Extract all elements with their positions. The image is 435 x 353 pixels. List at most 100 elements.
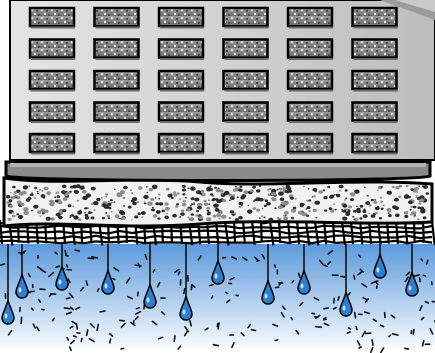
gravel-particle: [229, 200, 231, 202]
gravel-particle: [329, 195, 333, 198]
gravel-particle: [406, 185, 409, 187]
gravel-particle: [256, 190, 259, 192]
grate-hole: [288, 8, 333, 28]
gravel-particle: [93, 201, 98, 205]
gravel-particle: [91, 203, 94, 205]
sediment-dash: [40, 289, 45, 290]
gravel-particle: [233, 188, 238, 192]
sediment-dash: [110, 339, 111, 343]
sediment-dash: [121, 348, 124, 349]
gravel-particle: [123, 205, 125, 207]
grate-hole: [30, 8, 75, 28]
gravel-particle: [416, 197, 418, 198]
grate-hole: [159, 40, 204, 60]
grate-hole: [95, 134, 140, 154]
grate-hole: [224, 134, 269, 154]
gravel-particle: [111, 202, 113, 203]
sediment-dash: [341, 276, 345, 277]
gravel-particle: [93, 209, 95, 211]
gravel-particle: [418, 185, 420, 187]
gravel-particle: [108, 201, 110, 202]
gravel-particle: [11, 196, 15, 199]
gravel-particle: [208, 211, 211, 213]
gravel-particle: [73, 215, 78, 219]
grate-hole: [224, 40, 269, 60]
gravel-particle: [182, 193, 185, 195]
gravel-particle: [333, 194, 335, 196]
gravel-particle: [152, 185, 158, 189]
sediment-dash: [66, 255, 68, 256]
gravel-particle: [37, 191, 39, 193]
gravel-particle: [199, 216, 203, 219]
gravel-particle: [57, 195, 60, 198]
gravel-particle: [221, 215, 227, 219]
gravel-particle: [138, 186, 142, 189]
gravel-particle: [219, 218, 221, 220]
gravel-particle: [106, 215, 110, 218]
gravel-particle: [31, 210, 33, 212]
gravel-particle: [308, 199, 311, 201]
gravel-particle: [214, 187, 217, 189]
gravel-particle: [409, 209, 411, 211]
gravel-particle: [13, 194, 15, 196]
gravel-particle: [118, 210, 120, 211]
sediment-dash: [64, 308, 70, 309]
gravel-particle: [193, 204, 195, 205]
gravel-particle: [164, 216, 169, 220]
sediment-dash: [372, 340, 373, 345]
gravel-particle: [264, 217, 266, 219]
gravel-particle: [175, 205, 178, 208]
gravel-particle: [367, 195, 369, 197]
gravel-particle: [131, 192, 133, 193]
gravel-particle: [237, 189, 239, 191]
grate-hole: [224, 71, 269, 91]
gravel-particle: [146, 192, 148, 194]
gravel-particle: [149, 188, 153, 191]
gravel-particle: [267, 190, 269, 191]
gravel-particle: [120, 212, 125, 216]
grate-hole: [95, 71, 140, 91]
gravel-particle: [221, 194, 223, 195]
gravel-particle: [206, 217, 211, 221]
sediment-dash: [334, 298, 335, 303]
gravel-particle: [128, 206, 132, 209]
sediment-dash: [354, 275, 355, 279]
sediment-dash: [81, 338, 82, 341]
gravel-particle: [46, 191, 51, 195]
gravel-particle: [162, 210, 165, 213]
gravel-particle: [85, 216, 89, 219]
gravel-particle: [324, 209, 327, 211]
gravel-particle: [96, 198, 100, 201]
gravel-particle: [63, 197, 68, 201]
gravel-particle: [339, 185, 344, 189]
gravel-particle: [181, 209, 184, 212]
gravel-particle: [279, 188, 282, 191]
sediment-dash: [174, 336, 175, 341]
gravel-particle: [55, 193, 57, 195]
gravel-particle: [230, 196, 235, 200]
gravel-particle: [266, 202, 271, 206]
gravel-particle: [404, 215, 408, 218]
gravel-particle: [204, 203, 208, 206]
gravel-particle: [278, 205, 283, 209]
gravel-particle: [55, 200, 59, 203]
gravel-particle: [62, 185, 67, 189]
sediment-dash: [67, 265, 68, 267]
gravel-particle: [9, 199, 13, 202]
gravel-particle: [123, 197, 126, 199]
gravel-particle: [186, 208, 191, 212]
sediment-dash: [375, 281, 378, 282]
sediment-dash: [324, 265, 327, 266]
gravel-particle: [235, 218, 239, 221]
gravel-particle: [155, 197, 157, 198]
gravel-particle: [312, 188, 317, 192]
sediment-dash: [184, 289, 185, 294]
gravel-particle: [284, 202, 288, 205]
gravel-particle: [210, 193, 213, 195]
gravel-particle: [156, 210, 161, 214]
gravel-particle: [68, 204, 72, 207]
gravel-particle: [172, 214, 177, 218]
sediment-dash: [338, 297, 339, 300]
